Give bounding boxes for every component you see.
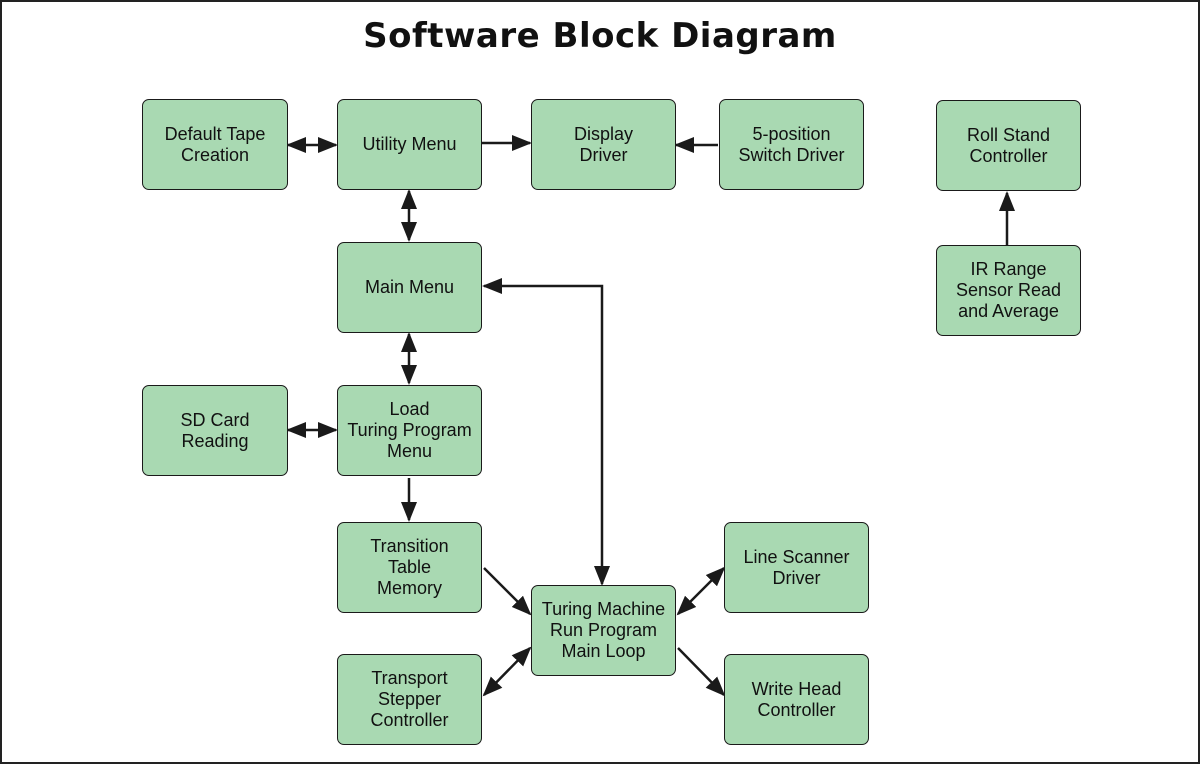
- block-line-scanner-driver: Line Scanner Driver: [724, 522, 869, 613]
- block-sd-card-reading: SD Card Reading: [142, 385, 288, 476]
- arrow-transition-table-main-loop: [483, 567, 532, 616]
- arrow-main-menu-main-loop: [482, 278, 610, 586]
- block-default-tape-creation: Default Tape Creation: [142, 99, 288, 190]
- arrow-main-loop-write-head: [677, 647, 726, 697]
- block-turing-machine-main-loop: Turing Machine Run Program Main Loop: [531, 585, 676, 676]
- arrow-main-loop-transport-stepper: [482, 646, 532, 697]
- block-utility-menu: Utility Menu: [337, 99, 482, 190]
- block-write-head-controller: Write Head Controller: [724, 654, 869, 745]
- diagram-title: Software Block Diagram: [363, 16, 837, 56]
- block-transition-table-memory: Transition Table Memory: [337, 522, 482, 613]
- block-switch-driver: 5-position Switch Driver: [719, 99, 864, 190]
- block-roll-stand-controller: Roll Stand Controller: [936, 100, 1081, 191]
- block-display-driver: Display Driver: [531, 99, 676, 190]
- block-ir-range-sensor: IR Range Sensor Read and Average: [936, 245, 1081, 336]
- arrow-main-loop-line-scanner: [676, 566, 726, 616]
- block-main-menu: Main Menu: [337, 242, 482, 333]
- block-transport-stepper-controller: Transport Stepper Controller: [337, 654, 482, 745]
- block-load-turing-program-menu: Load Turing Program Menu: [337, 385, 482, 476]
